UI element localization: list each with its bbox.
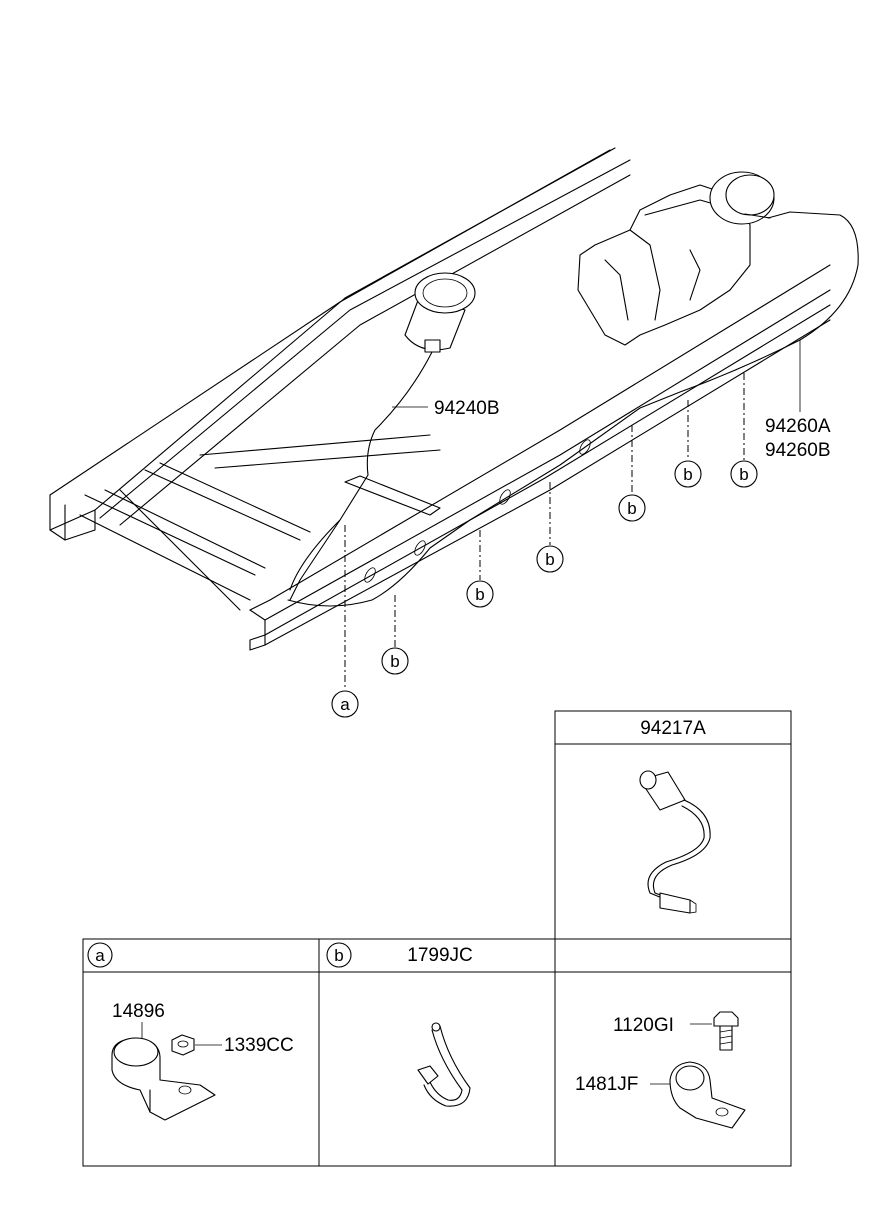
marker-b-6: b bbox=[730, 460, 758, 488]
chassis-frame bbox=[49, 147, 831, 651]
table-marker-b: b bbox=[326, 942, 352, 968]
callout-94260b: 94260B bbox=[765, 440, 831, 461]
svg-text:b: b bbox=[334, 946, 343, 965]
marker-b-3: b bbox=[536, 545, 564, 573]
svg-text:b: b bbox=[390, 652, 399, 671]
callout-94260a: 94260A bbox=[765, 416, 831, 437]
svg-text:b: b bbox=[545, 550, 554, 569]
table-marker-a: a bbox=[87, 942, 113, 968]
sensor-box-title: 94217A bbox=[640, 718, 706, 739]
sensor-unit bbox=[404, 272, 476, 353]
part-1481jf-label: 1481JF bbox=[575, 1074, 638, 1095]
part-14896-label: 14896 bbox=[112, 1001, 165, 1022]
parts-table bbox=[82, 938, 792, 1167]
marker-b-4: b bbox=[618, 494, 646, 522]
transmission-assembly bbox=[577, 171, 775, 346]
part-1120gi-label: 1120GI bbox=[613, 1015, 674, 1036]
svg-text:b: b bbox=[683, 465, 692, 484]
marker-a-main: a bbox=[331, 690, 359, 718]
marker-b-5: b bbox=[674, 460, 702, 488]
part-1339cc-label: 1339CC bbox=[224, 1035, 294, 1056]
callout-94240b: 94240B bbox=[434, 398, 500, 419]
table-col-b: b 1799JC bbox=[326, 942, 473, 1107]
part-1799jc-label: 1799JC bbox=[407, 945, 473, 966]
svg-text:a: a bbox=[340, 695, 350, 714]
marker-b-1: b bbox=[381, 647, 409, 675]
callout-leaders bbox=[344, 340, 801, 690]
svg-text:a: a bbox=[95, 946, 105, 965]
table-col-a: a 14896 1339CC bbox=[87, 942, 294, 1121]
marker-b-2: b bbox=[466, 580, 494, 608]
svg-text:b: b bbox=[739, 465, 748, 484]
speedometer-cables bbox=[287, 211, 859, 607]
svg-text:b: b bbox=[475, 585, 484, 604]
table-col-c: 1120GI 1481JF bbox=[575, 1011, 746, 1129]
sensor-detail-box: 94217A bbox=[554, 710, 792, 940]
svg-text:b: b bbox=[627, 499, 636, 518]
